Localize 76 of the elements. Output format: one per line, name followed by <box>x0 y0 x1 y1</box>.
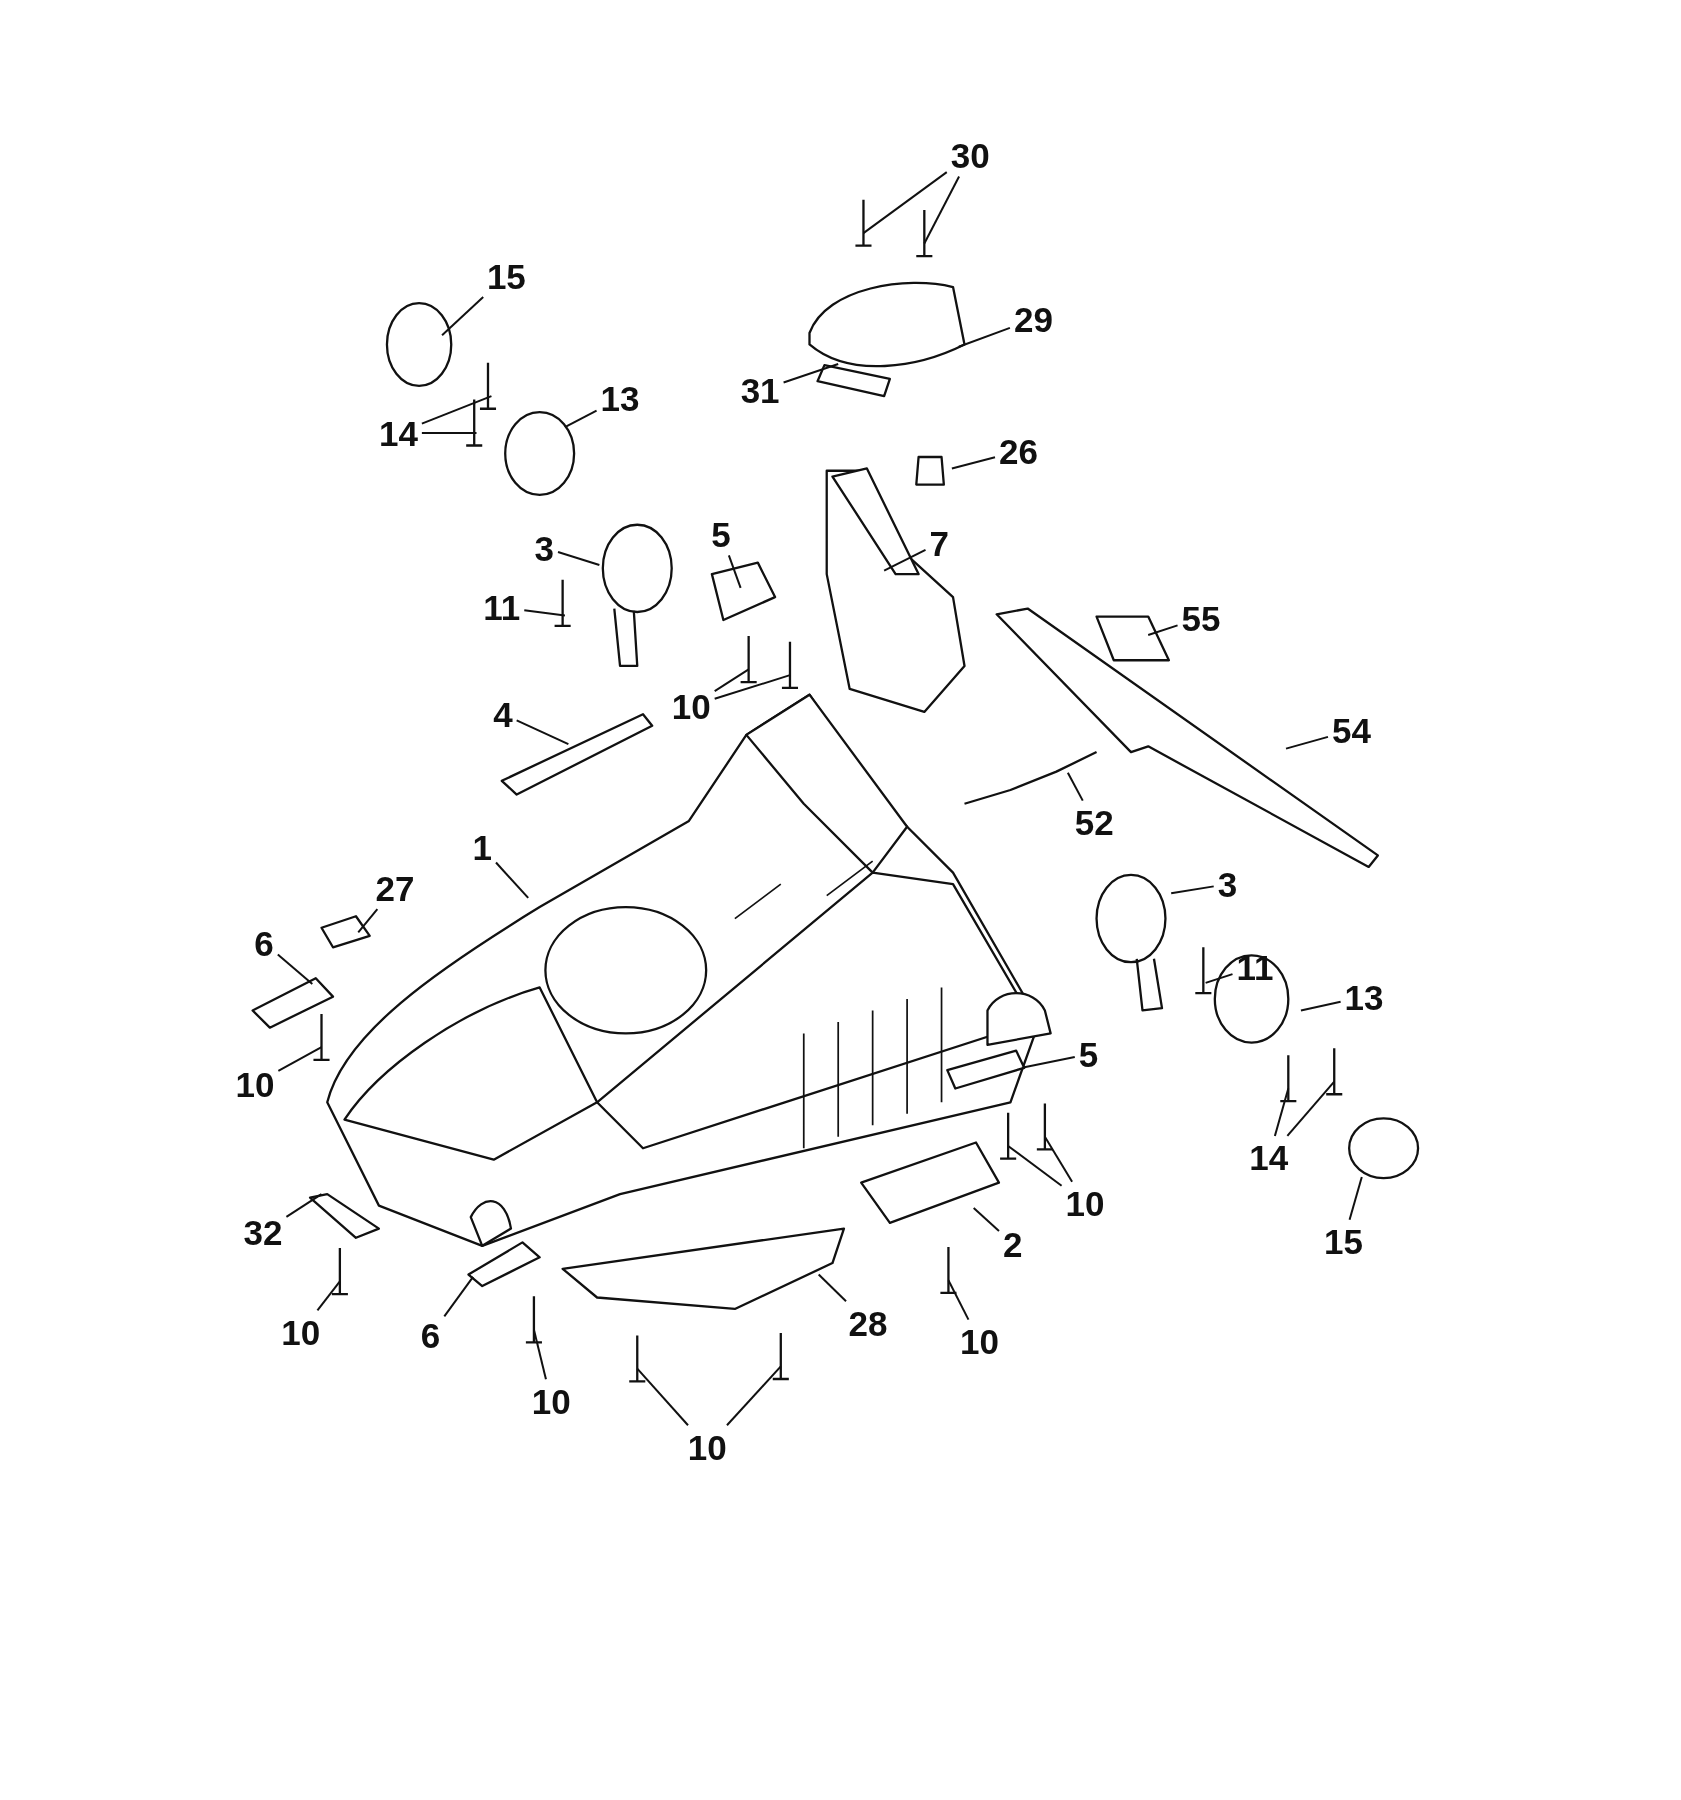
callout-number: 32 <box>243 1214 283 1250</box>
callout-number: 3 <box>534 530 554 566</box>
leader-line <box>862 171 948 235</box>
leader-line <box>1007 1144 1063 1187</box>
callout-number: 15 <box>1323 1223 1363 1259</box>
leader-line <box>420 431 478 434</box>
callout-number: 27 <box>375 870 415 906</box>
leader-line <box>285 1193 323 1218</box>
leader-line <box>972 1206 1000 1232</box>
callout-number: 14 <box>378 415 418 451</box>
callout-number: 5 <box>711 516 731 552</box>
leader-line <box>515 719 570 746</box>
leader-line <box>782 363 840 384</box>
callout-number: 52 <box>1074 804 1114 840</box>
leader-line <box>727 554 742 589</box>
callout-number: 54 <box>1332 712 1371 748</box>
leader-line <box>316 1280 341 1312</box>
leader-line <box>495 861 530 899</box>
callout-number: 13 <box>600 380 640 416</box>
leader-line <box>1286 1080 1336 1137</box>
leader-line <box>277 1046 323 1072</box>
leader-line <box>441 296 485 337</box>
leader-line <box>817 1273 848 1303</box>
callout-number: 29 <box>1013 301 1053 337</box>
callout-number: 11 <box>1236 949 1274 985</box>
leader-line <box>1348 1175 1363 1221</box>
callout-number: 10 <box>959 1323 999 1359</box>
callout-number: 6 <box>254 925 274 961</box>
callout-number: 11 <box>483 589 521 625</box>
leader-line <box>1299 1000 1342 1012</box>
callout-number: 10 <box>281 1314 321 1350</box>
callout-number: 28 <box>848 1305 888 1341</box>
leader-line <box>1043 1135 1074 1183</box>
leader-line <box>1020 1055 1076 1069</box>
callout-number: 15 <box>486 258 526 294</box>
callout-number: 10 <box>687 1429 727 1465</box>
callout-number: 13 <box>1344 979 1384 1015</box>
leader-line <box>950 456 996 470</box>
callout-number: 10 <box>531 1383 571 1419</box>
callout-number: 31 <box>740 372 780 408</box>
leader-line <box>713 674 791 700</box>
leader-line <box>420 395 493 425</box>
leader-line <box>563 409 598 429</box>
leader-line <box>1285 735 1329 750</box>
callout-number: 10 <box>235 1066 275 1102</box>
leader-line <box>636 1367 689 1427</box>
leader-line <box>713 668 750 693</box>
callout-number: 7 <box>929 525 949 561</box>
leader-line <box>523 609 566 617</box>
leader-line <box>276 953 314 986</box>
callout-number: 26 <box>999 433 1038 469</box>
callout-number: 2 <box>1003 1226 1023 1261</box>
callout-number: 1 <box>472 829 492 865</box>
callout-number: 30 <box>950 137 990 173</box>
leader-line <box>923 175 961 245</box>
leader-line <box>532 1328 547 1381</box>
callout-number: 5 <box>1078 1036 1099 1072</box>
leader-line <box>725 1365 782 1427</box>
leader-line <box>557 551 601 566</box>
leader-line <box>357 908 379 934</box>
callout-number: 55 <box>1181 600 1221 636</box>
callout-number: 10 <box>671 688 711 724</box>
leader-line <box>1066 771 1084 802</box>
callout-number: 14 <box>1249 1139 1289 1175</box>
leader-line <box>1273 1087 1290 1137</box>
leader-line <box>1204 973 1234 984</box>
callout-number: 4 <box>493 696 513 732</box>
callout-number: 6 <box>420 1317 441 1353</box>
callout-number: 3 <box>1217 866 1238 902</box>
leader-line <box>1170 885 1215 895</box>
callout-number: 10 <box>1065 1185 1105 1221</box>
leader-line <box>957 326 1011 348</box>
leader-line <box>947 1279 970 1321</box>
leader-line <box>883 549 927 572</box>
leader-line <box>1147 624 1179 636</box>
leader-line <box>443 1275 475 1318</box>
